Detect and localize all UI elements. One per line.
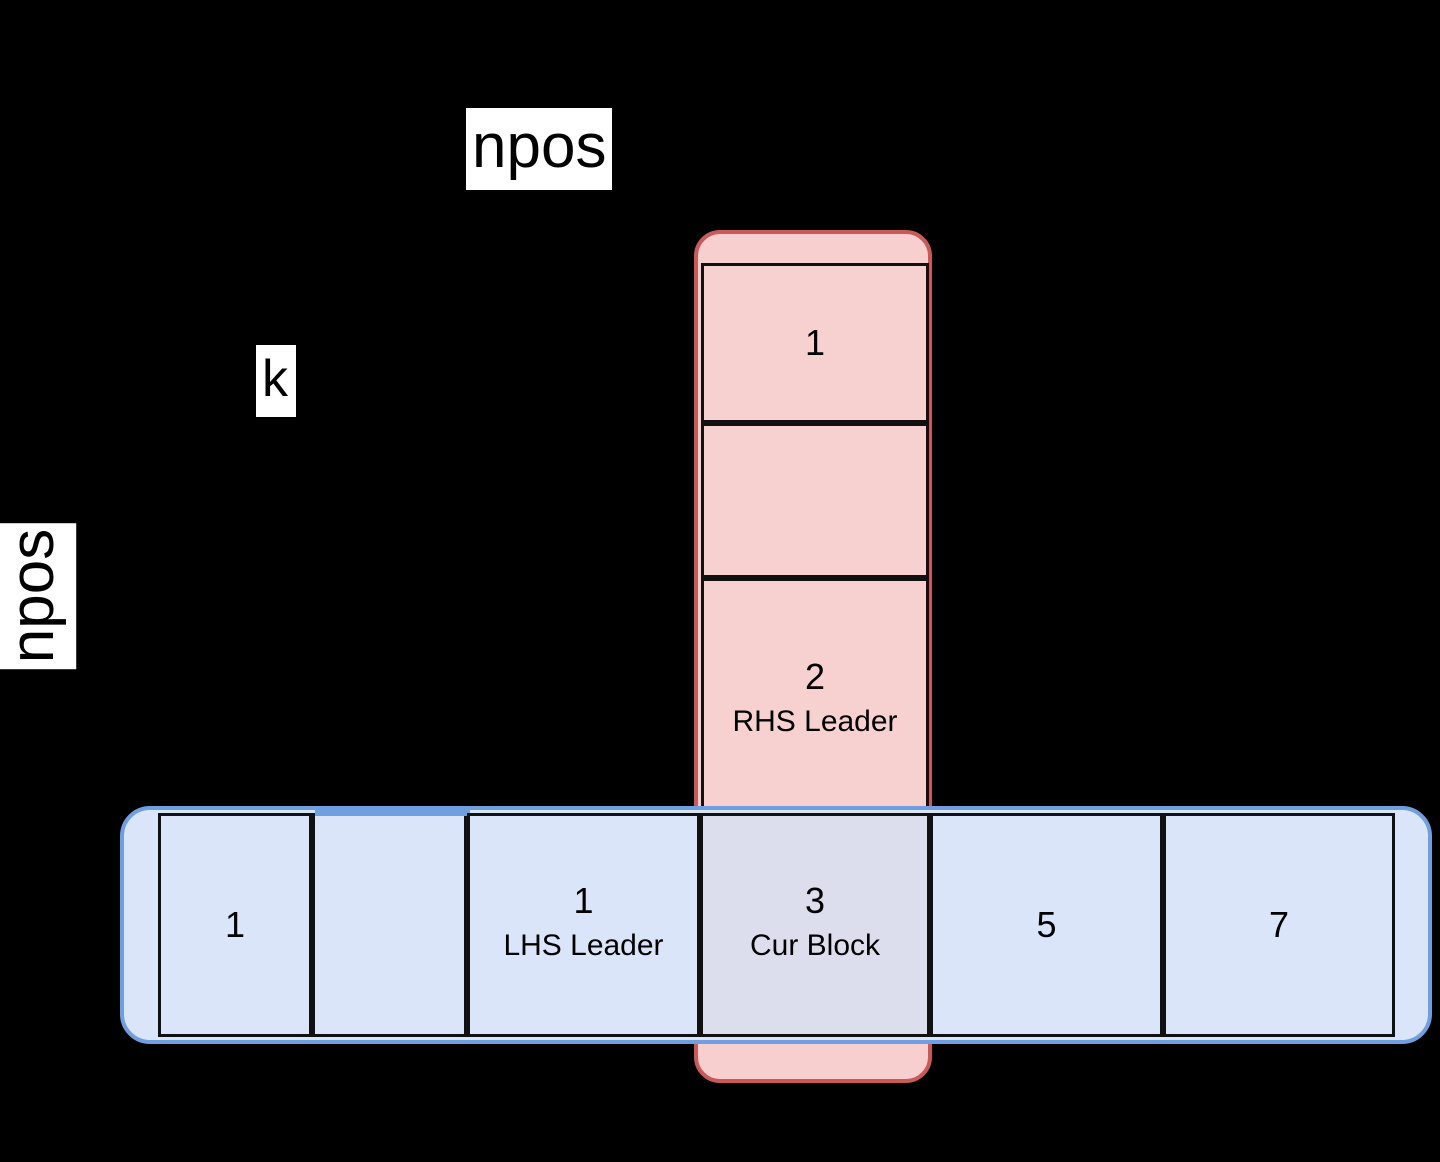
lhs-cell-5-value: 7 [1268, 904, 1290, 946]
lhs-cell-5: 7 [1163, 813, 1395, 1037]
axis-label-k: k [256, 345, 296, 417]
rhs-cell-0-value: 1 [804, 322, 826, 364]
lhs-cell-0: 1 [158, 813, 312, 1037]
axis-label-npos-top: npos [466, 108, 613, 190]
lhs-cell-3-value: 3 [804, 879, 826, 921]
rhs-cell-1 [701, 423, 929, 578]
axis-label-npos-left: npos [0, 522, 77, 670]
lhs-cell-4-value: 5 [1036, 904, 1057, 946]
lhs-cell-2-value: 1 [573, 879, 594, 921]
lhs-cell-3-label: Cur Block [749, 928, 881, 962]
row-container-edge-accent [315, 809, 470, 816]
lhs-cell-4: 5 [930, 813, 1163, 1037]
rhs-cell-0: 1 [701, 263, 929, 423]
rhs-cell-2-label: RHS Leader [732, 705, 898, 739]
lhs-cell-0-value: 1 [224, 904, 246, 946]
lhs-cell-2-label: LHS Leader [503, 928, 664, 962]
lhs-cell-1 [312, 809, 470, 1037]
rhs-cell-2-value: 2 [804, 656, 826, 698]
